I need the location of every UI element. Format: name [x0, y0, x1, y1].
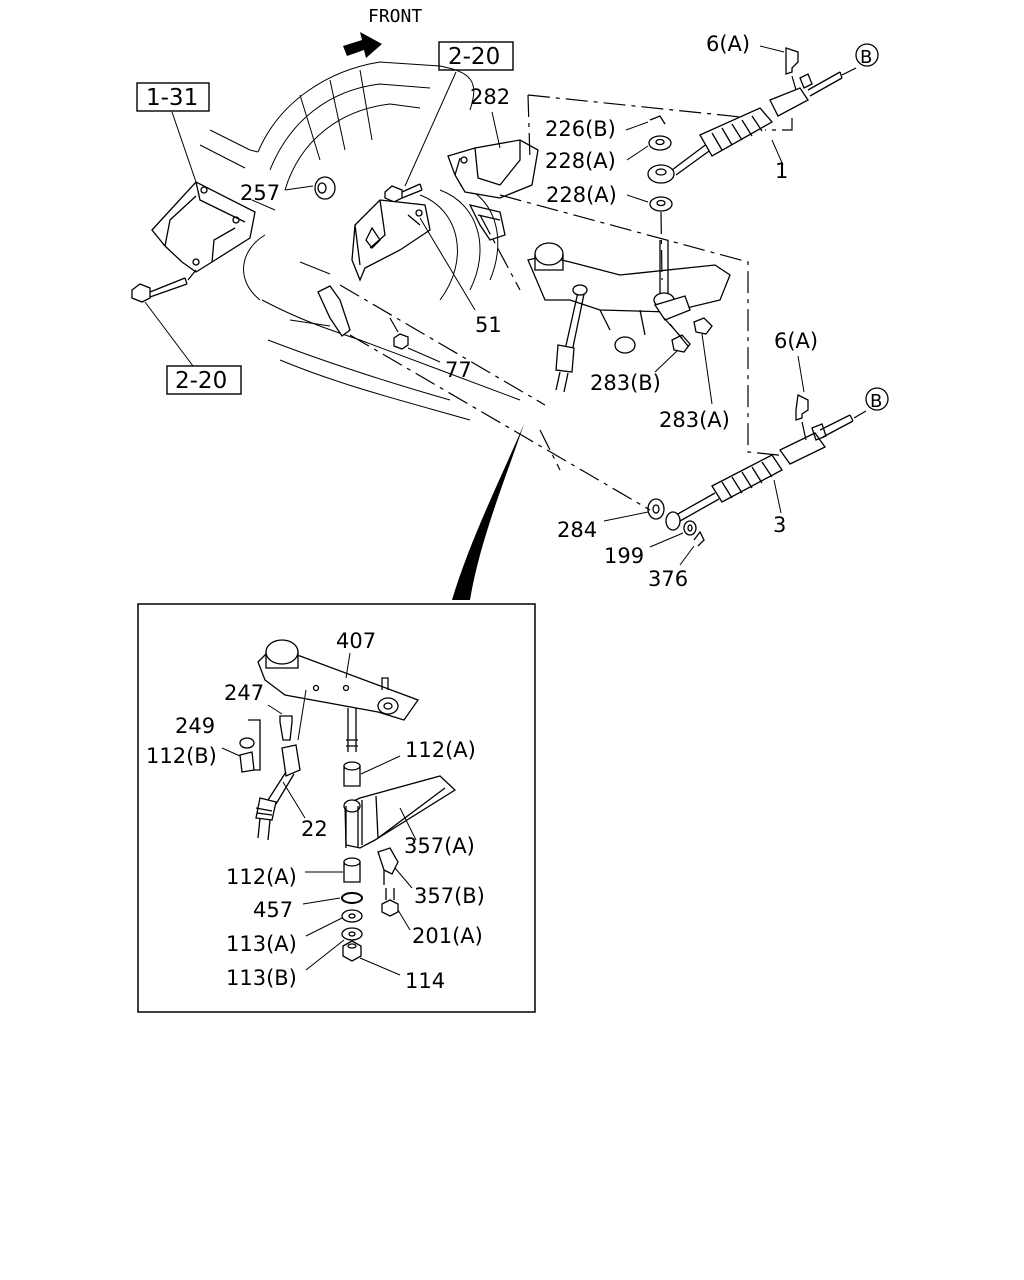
part-label-3[interactable]: 3	[773, 513, 786, 537]
transmission-housing	[199, 61, 521, 421]
connector-b-top[interactable]: B	[855, 43, 879, 68]
part-label-257[interactable]: 257	[240, 181, 280, 205]
detail-inset	[137, 603, 536, 1013]
part-label-247[interactable]: 247	[224, 681, 264, 705]
part-label-113b[interactable]: 113(B)	[226, 966, 297, 990]
ref-box-1-31[interactable]: 1-31	[136, 82, 210, 112]
connector-b-mid[interactable]: B	[865, 387, 889, 412]
mounting-bolt-top	[384, 71, 457, 203]
mounting-bracket	[151, 111, 256, 273]
part-label-112a-upper[interactable]: 112(A)	[405, 738, 476, 762]
svg-text:B: B	[860, 47, 872, 68]
shift-bracket-51	[351, 199, 476, 311]
part-label-284[interactable]: 284	[557, 518, 597, 542]
select-cable-3	[603, 355, 867, 566]
part-label-357b[interactable]: 357(B)	[414, 884, 485, 908]
part-label-114[interactable]: 114	[405, 969, 445, 993]
spacer-257	[284, 176, 336, 200]
part-label-201a[interactable]: 201(A)	[412, 924, 483, 948]
front-label: FRONT	[368, 6, 422, 27]
part-label-1[interactable]: 1	[775, 159, 788, 183]
ref-box-2-20-left[interactable]: 2-20	[166, 365, 242, 395]
part-label-283b[interactable]: 283(B)	[590, 371, 661, 395]
part-label-228a-1[interactable]: 228(A)	[545, 149, 616, 173]
part-label-6a-mid[interactable]: 6(A)	[774, 329, 818, 353]
part-label-282[interactable]: 282	[470, 85, 510, 109]
part-label-6a-top[interactable]: 6(A)	[706, 32, 750, 56]
part-label-283a[interactable]: 283(A)	[659, 408, 730, 432]
ref-box-2-20-top[interactable]: 2-20	[438, 41, 514, 71]
svg-text:B: B	[870, 391, 882, 412]
inset-shift-lever	[221, 639, 457, 976]
shift-lever-assembly	[479, 94, 789, 457]
part-label-249[interactable]: 249	[175, 714, 215, 738]
mounting-bolt-left	[131, 269, 197, 367]
part-label-199[interactable]: 199	[604, 544, 644, 568]
part-label-112b[interactable]: 112(B)	[146, 744, 217, 768]
part-label-228a-2[interactable]: 228(A)	[546, 183, 617, 207]
svg-text:2-20: 2-20	[448, 44, 500, 70]
svg-text:1-31: 1-31	[146, 85, 198, 111]
part-label-457[interactable]: 457	[253, 898, 293, 922]
part-label-376[interactable]: 376	[648, 567, 688, 591]
part-label-22[interactable]: 22	[301, 817, 328, 841]
nut-77	[317, 285, 441, 363]
shift-cable-1	[625, 45, 857, 281]
part-label-51[interactable]: 51	[475, 313, 502, 337]
part-label-407[interactable]: 407	[336, 629, 376, 653]
front-arrow-icon	[343, 32, 382, 58]
part-label-77[interactable]: 77	[445, 358, 472, 382]
callout-pointer	[452, 424, 524, 600]
svg-text:2-20: 2-20	[175, 368, 227, 394]
cable-bracket-282	[447, 111, 539, 241]
part-label-112a-lower[interactable]: 112(A)	[226, 865, 297, 889]
part-label-113a[interactable]: 113(A)	[226, 932, 297, 956]
part-label-226b[interactable]: 226(B)	[545, 117, 616, 141]
part-label-357a[interactable]: 357(A)	[404, 834, 475, 858]
